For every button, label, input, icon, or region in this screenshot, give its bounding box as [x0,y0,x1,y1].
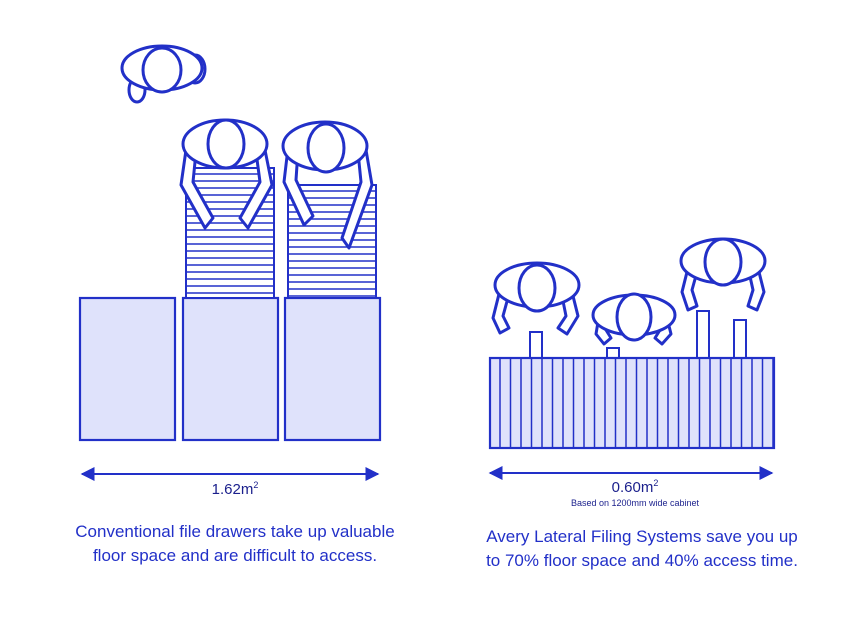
person-at-drawer-2 [281,120,374,250]
area-label-right: 0.60m2 [570,478,700,496]
person-lateral-2 [591,292,677,346]
caption-left-line-2: floor space and are difficult to access. [92,546,378,565]
person-at-drawer-1 [179,118,274,230]
area-unit-sup-left: 2 [253,480,259,490]
caption-right-line-2: to 70% floor space and 40% access time. [486,551,798,570]
area-note: Based on 1200mm wide cabinet [570,498,700,508]
person-top-view-1 [120,44,207,104]
person-lateral-1 [491,261,581,336]
area-label-left: 1.62m2 [170,480,300,498]
lateral-filing-cabinet [488,356,776,450]
cabinet-2 [181,296,280,442]
caption-left-line-1: Conventional file drawers take up valuab… [75,522,395,541]
area-value-left: 1.62m [211,481,254,498]
person-lateral-3 [679,237,767,312]
cabinet-3 [283,296,382,442]
cabinet-1 [78,296,177,442]
area-value-right: 0.60m [611,479,654,496]
caption-right-line-1: Avery Lateral Filing Systems save you up [486,527,798,546]
conventional-cabinets [78,296,382,442]
area-unit-sup-right: 2 [653,478,659,488]
caption-right: Avery Lateral Filing Systems save you up… [452,525,832,573]
caption-left: Conventional file drawers take up valuab… [40,520,430,568]
